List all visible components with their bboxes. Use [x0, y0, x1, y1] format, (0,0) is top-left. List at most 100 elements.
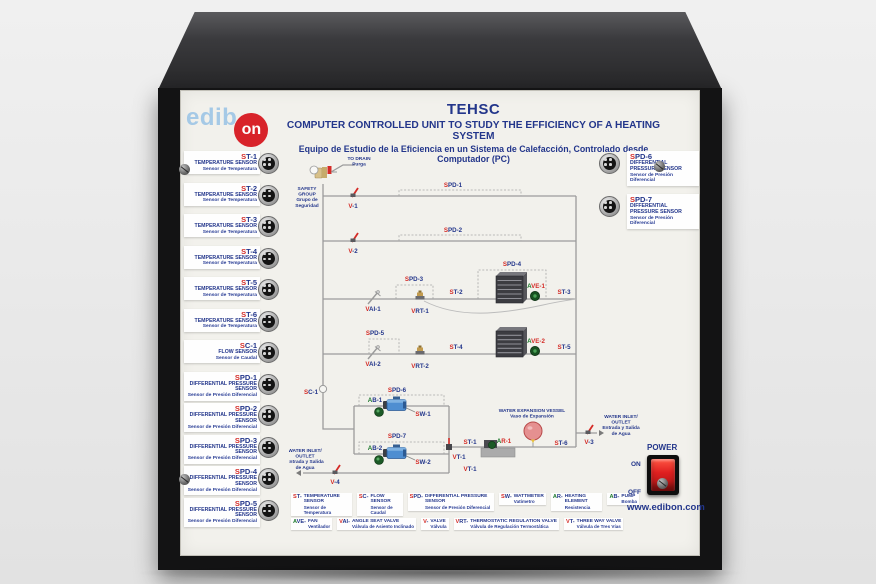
schematic-label-ave-1: AVE-1: [527, 283, 545, 290]
connector-spd-2: [258, 405, 279, 426]
schematic-note: de Agua: [612, 431, 631, 437]
schematic-label-spd-7: SPD-7: [388, 433, 407, 440]
schematic-note: OUTLET: [611, 420, 630, 426]
screw-icon: [657, 478, 668, 489]
schematic-note: Purga: [352, 162, 366, 168]
connector-spd-6: [599, 153, 620, 174]
schematic-label-ave-2: AVE-2: [527, 338, 545, 345]
radiator-icon: [495, 272, 527, 304]
schematic-label-spd-5: SPD-5: [366, 330, 385, 337]
power-switch[interactable]: [647, 455, 679, 495]
pressure-tap-dashed-line: [395, 284, 434, 299]
schematic-label-spd-3: SPD-3: [405, 276, 424, 283]
connector-spd-3: [258, 436, 279, 458]
schematic-label-st-2: ST-2: [449, 289, 463, 296]
pressure-tap-dashed-line: [398, 189, 522, 196]
floor-shadow: [140, 564, 740, 582]
valve-icon: [332, 464, 341, 475]
logo-red-dot-icon: on: [234, 113, 269, 147]
screw-icon: [654, 161, 665, 172]
indicator-icon: [374, 455, 384, 465]
hydraulic-schematic: V-1V-2SPD-1SPD-2VAI-1SPD-3VRT-1ST-2SPD-4…: [289, 156, 640, 486]
avalve-icon: [367, 345, 381, 360]
heater-icon: [480, 440, 516, 458]
pipe: [322, 184, 354, 430]
valve-icon: [350, 232, 359, 243]
schematic-note: SAFETY: [298, 186, 318, 192]
schematic-label-v-4: V-4: [330, 479, 340, 486]
connector-spd-1: [258, 373, 279, 395]
schematic-label-vt-1: VT-1: [452, 454, 466, 461]
schematic-note: Entrada y Salida: [602, 425, 640, 431]
pressure-tap-dashed-line: [358, 394, 445, 406]
fan-icon: [529, 290, 540, 301]
screw-icon: [179, 474, 190, 485]
vessel-icon: [523, 421, 543, 447]
schematic-note: Grupo de: [296, 197, 318, 203]
connector-st-4: [258, 247, 279, 269]
schematic-label-vai-2: VAI-2: [365, 361, 381, 368]
schematic-label-spd-1: SPD-1: [444, 182, 463, 189]
schematic-label-st-6: ST-6: [554, 440, 568, 447]
schematic-note: GROUP: [298, 192, 316, 198]
schematic-note: Seguridad: [295, 203, 319, 209]
indicator-icon: [374, 407, 384, 417]
pump-icon: [383, 396, 416, 413]
title-spanish: Equipo de Estudio de la Eficiencia en un…: [298, 144, 649, 164]
cabinet-top: [158, 12, 722, 90]
schematic-label-spd-2: SPD-2: [444, 227, 463, 234]
connector-spd-4: [258, 468, 279, 489]
schematic-label-v-3: V-3: [584, 439, 594, 446]
power-label: POWER: [647, 443, 678, 452]
schematic-label-vai-1: VAI-1: [365, 306, 381, 313]
connector-st-3: [258, 216, 279, 237]
schematic-label-ab-1: AB-1: [368, 397, 383, 404]
logo-text: edib: [186, 104, 238, 131]
valve-icon: [350, 187, 359, 198]
connector-sc-1: [258, 342, 279, 363]
schematic-label-vt-1: VT-1: [463, 466, 477, 473]
pump-icon: [383, 444, 416, 461]
connector-st-2: [258, 184, 279, 206]
flow-icon: [318, 382, 328, 394]
screw-icon: [179, 164, 190, 175]
valve-icon: [585, 424, 594, 435]
arrow-icon: [599, 430, 604, 436]
schematic-label-v-1: V-1: [348, 203, 358, 210]
schematic-label-st-4: ST-4: [449, 344, 463, 351]
fan-icon: [529, 345, 540, 356]
schematic-label-spd-4: SPD-4: [503, 261, 522, 268]
schematic-label-sw-2: SW-2: [415, 459, 431, 466]
schematic-note: de Agua: [296, 465, 315, 471]
schematic-label-st-1: ST-1: [463, 439, 477, 446]
